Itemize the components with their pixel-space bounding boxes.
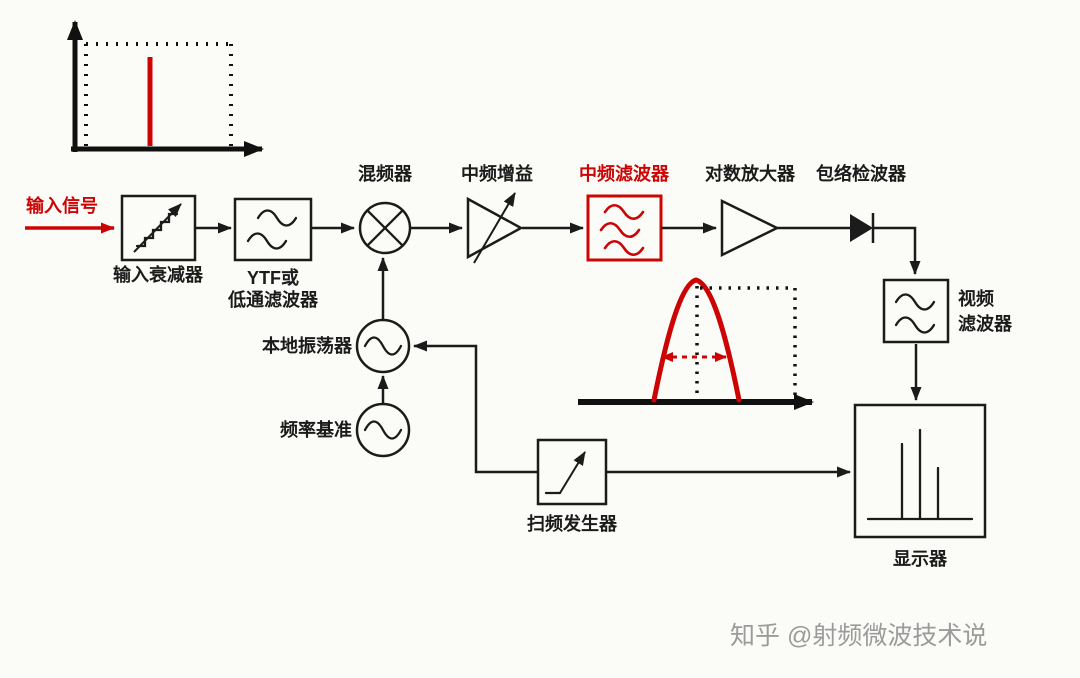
input-attenuator-block: 输入衰减器 xyxy=(113,194,204,285)
filter-wave-icon xyxy=(599,221,641,239)
diode-icon xyxy=(850,214,873,242)
narrow-span-sketch-chart xyxy=(67,20,264,157)
filter-response-curve xyxy=(651,277,742,403)
wire-sweep-to-lo xyxy=(413,340,538,474)
video-filter-block: 视频 滤波器 xyxy=(882,278,1013,344)
sweep-generator-block: 扫频发生器 xyxy=(527,438,618,534)
attenuator-variable-arrow-icon xyxy=(133,203,182,253)
filter-wave-icon xyxy=(894,316,936,334)
video-filter-label-line1: 视频 xyxy=(958,288,994,309)
filter-wave-icon xyxy=(603,203,645,221)
attenuator-step-icon xyxy=(135,212,179,248)
filter-wave-icon xyxy=(603,239,645,257)
frequency-reference-block: 频率基准 xyxy=(280,402,411,458)
sine-wave-icon xyxy=(363,420,403,440)
mixer-label: 混频器 xyxy=(358,163,413,184)
filter-wave-icon xyxy=(894,293,936,311)
display-block: 显示器 xyxy=(853,403,987,569)
input-signal-label: 输入信号 xyxy=(26,195,98,216)
sweep-generator-label: 扫频发生器 xyxy=(527,513,618,534)
sine-wave-icon xyxy=(363,336,403,356)
mixer-cross-icon xyxy=(366,209,404,247)
local-oscillator-block: 本地振荡器 xyxy=(262,318,411,374)
filter-wave-icon xyxy=(246,232,288,250)
display-label: 显示器 xyxy=(893,549,948,569)
variable-gain-arrow-icon xyxy=(473,192,516,264)
if-filter-block: 中频滤波器 xyxy=(579,163,670,262)
frequency-reference-label: 频率基准 xyxy=(280,419,352,440)
if-filter-label: 中频滤波器 xyxy=(579,163,670,184)
if-gain-block: 中频增益 xyxy=(461,163,533,264)
if-gain-label: 中频增益 xyxy=(461,163,533,184)
envelope-detector-label: 包络检波器 xyxy=(816,163,907,184)
input-signal: 输入信号 xyxy=(25,195,115,234)
log-amplifier-label: 对数放大器 xyxy=(705,163,796,184)
mixer-block: 混频器 xyxy=(358,163,413,255)
video-filter-label-line2: 滤波器 xyxy=(958,313,1013,334)
watermark-text: 知乎 @射频微波技术说 xyxy=(730,622,987,650)
wire-diode-to-videofilter xyxy=(873,226,921,275)
rbw-filter-shape-sketch xyxy=(578,277,814,410)
input-attenuator-label: 输入衰减器 xyxy=(113,264,204,285)
ytf-lowpass-filter-block: YTF或 低通滤波器 xyxy=(227,197,319,310)
filter-wave-icon xyxy=(256,209,298,227)
envelope-detector-block: 包络检波器 xyxy=(777,163,907,243)
ytf-filter-label-line1: YTF或 xyxy=(247,267,299,288)
sweep-ramp-arrow-icon xyxy=(559,451,586,494)
log-amplifier-block: 对数放大器 xyxy=(705,163,796,258)
ytf-filter-label-line2: 低通滤波器 xyxy=(227,289,319,310)
local-oscillator-label: 本地振荡器 xyxy=(262,335,353,356)
